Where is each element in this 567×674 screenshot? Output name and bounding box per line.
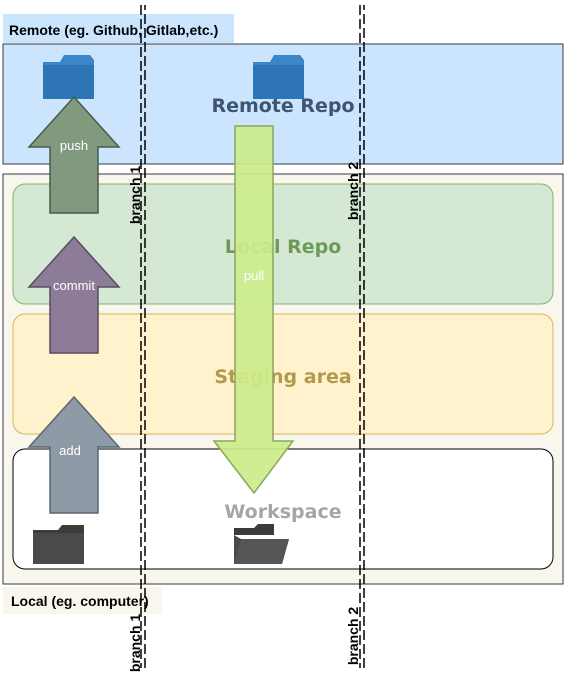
folder-icon	[33, 525, 84, 564]
folder-icon	[253, 55, 304, 99]
remote-region-label: Remote (eg. Github, Gitlab,etc.)	[9, 22, 218, 38]
branch-1-label-bottom: branch 1	[127, 614, 143, 673]
pull-arrow	[212, 125, 295, 495]
commit-arrow	[27, 235, 121, 354]
folder-open-icon	[234, 524, 289, 564]
folder-icon	[43, 55, 94, 99]
push-arrow	[27, 95, 121, 214]
branch-1-label-top: branch 1	[127, 166, 143, 225]
pull-label: pull	[244, 268, 264, 283]
push-label: push	[60, 138, 88, 153]
branch-2-label-top: branch 2	[345, 162, 361, 221]
remote-repo-title: Remote Repo	[211, 95, 354, 117]
workspace-title: Workspace	[224, 501, 341, 523]
commit-label: commit	[53, 278, 95, 293]
local-label-box	[3, 587, 162, 614]
add-arrow	[27, 395, 121, 514]
add-label: add	[59, 443, 81, 458]
staging-area	[12, 313, 554, 435]
remote-label-box	[3, 14, 234, 43]
local-repo-area	[12, 183, 554, 305]
branch-2-label-bottom: branch 2	[345, 607, 361, 666]
local-region-label: Local (eg. computer)	[11, 593, 149, 609]
